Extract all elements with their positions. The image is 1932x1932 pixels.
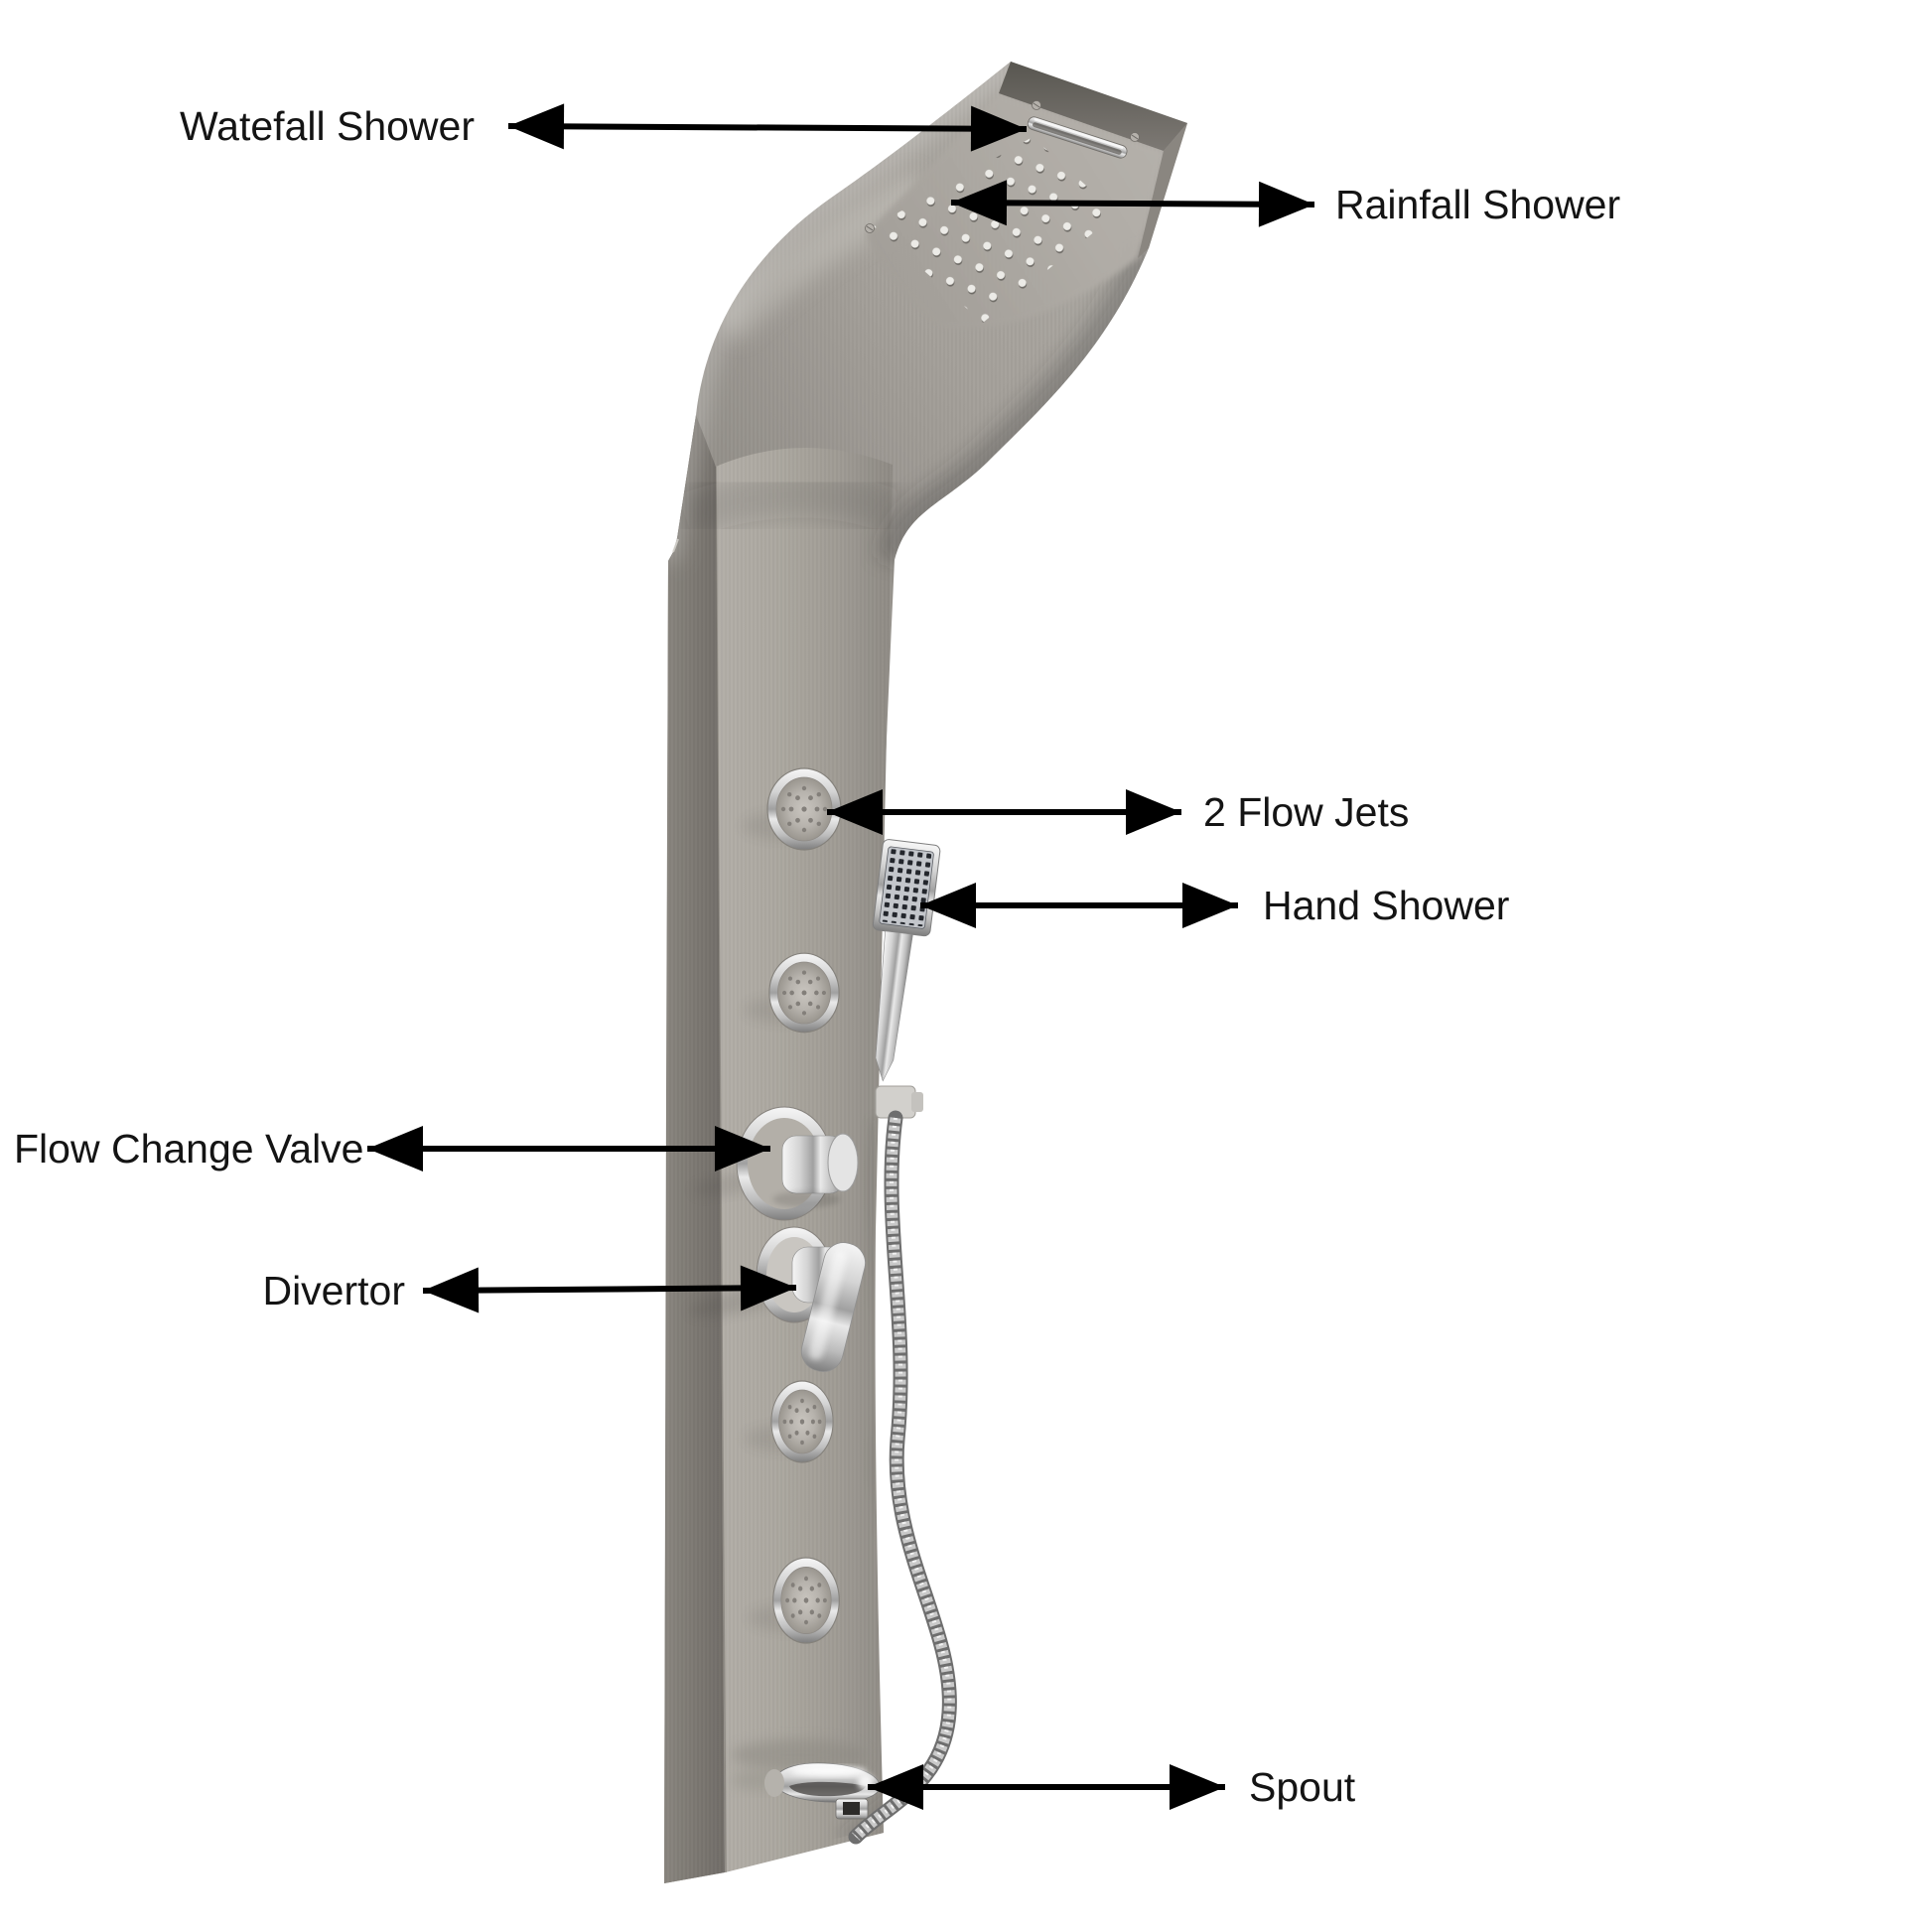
- hand-shower-handle: [875, 930, 913, 1082]
- label-divertor: Divertor: [262, 1268, 405, 1313]
- body-jet-2: [768, 952, 840, 1034]
- body-jets: [743, 767, 842, 1644]
- arrow-waterfall-shower: [507, 103, 1028, 152]
- label-rainfall-shower: Rainfall Shower: [1335, 182, 1621, 227]
- arrow-rainfall-shower: [950, 180, 1315, 227]
- waterfall-outlet: [1027, 116, 1128, 159]
- label-waterfall-shower: Watefall Shower: [180, 103, 475, 149]
- body-jet-4: [772, 1557, 840, 1644]
- label-flow-jets: 2 Flow Jets: [1203, 789, 1410, 835]
- label-spout: Spout: [1249, 1764, 1356, 1810]
- divertor-lever: [800, 1242, 866, 1372]
- head-top-bevel: [999, 62, 1187, 151]
- label-flow-change-valve: Flow Change Valve: [14, 1126, 364, 1172]
- shower-panel: [664, 62, 1187, 1883]
- body-jet-3: [770, 1380, 834, 1463]
- label-hand-shower: Hand Shower: [1263, 883, 1510, 928]
- tub-spout: [732, 1739, 881, 1820]
- spout-opening: [843, 1802, 860, 1815]
- arrow-divertor: [422, 1265, 797, 1313]
- screws: [865, 100, 1140, 233]
- callout-arrows: [367, 103, 1315, 1810]
